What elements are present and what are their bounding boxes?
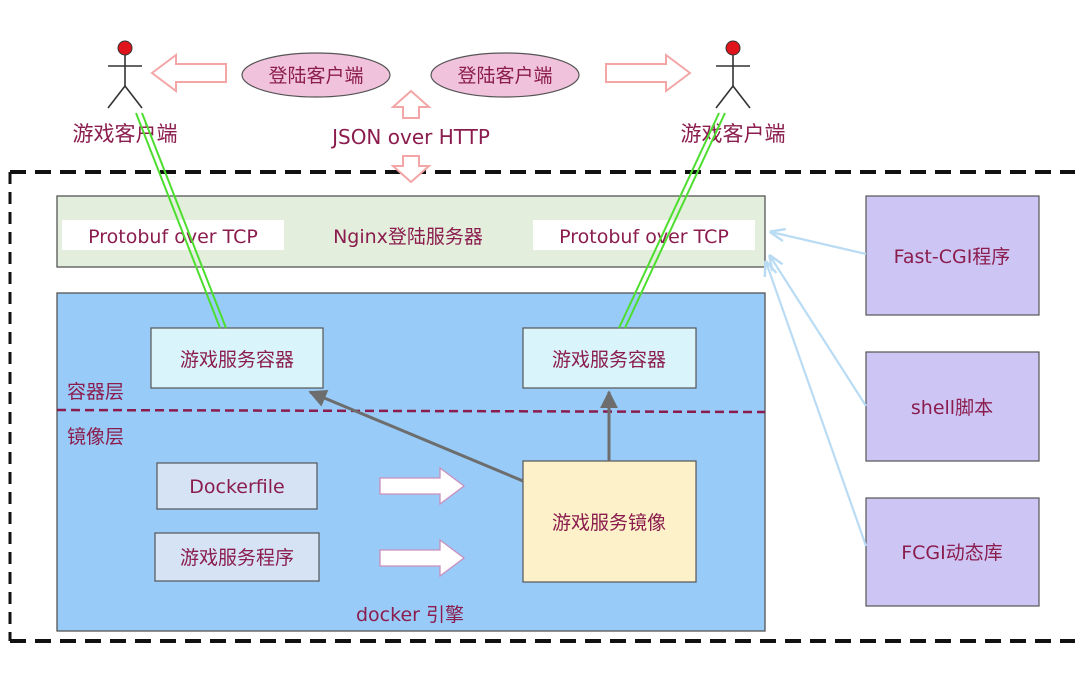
nginx-title: Nginx登陆服务器 [333,226,483,248]
dockerfile-arrow-icon [379,466,466,506]
login-oval-left [241,52,391,98]
container-right-box [522,327,697,389]
login-arrow-right-icon [605,53,692,93]
shell-to-nginx-arrow [770,256,867,407]
container-right-label: 游戏服务容器 [552,349,666,371]
program-box [154,532,320,582]
layer-divider [56,408,766,414]
proto-left-bg [62,220,284,250]
fcgi-box [865,497,1040,607]
login-right-label: 登陆客户端 [457,65,552,87]
service-image-label: 游戏服务镜像 [552,512,666,534]
client-right-label: 游戏客户端 [681,122,786,146]
proto-right-label: Protobuf over TCP [559,226,729,248]
login-oval-right [430,52,580,98]
json-http-label: JSON over HTTP [330,125,490,149]
fastcgi-label: Fast-CGI程序 [894,246,1011,268]
image-layer-label: 镜像层 [67,426,124,448]
docker-engine-label: docker 引擎 [356,604,464,626]
http-down-arrow-icon [390,155,432,184]
login-arrow-left-icon [150,53,227,93]
container-left-box [150,327,324,389]
user-right-icon [715,40,751,109]
container-layer-label: 容器层 [67,381,124,403]
dockerfile-box [156,462,318,510]
http-up-arrow-icon [390,89,432,119]
proto-left-label: Protobuf over TCP [88,226,258,248]
login-left-label: 登陆客户端 [268,65,363,87]
dockerfile-label: Dockerfile [189,476,284,498]
container-left-label: 游戏服务容器 [180,349,294,371]
shell-label: shell脚本 [911,397,993,419]
fastcgi-box [865,195,1040,316]
user-left-icon [107,40,143,109]
client-left-label: 游戏客户端 [73,122,178,146]
program-arrow-icon [379,538,466,578]
fcgi-to-nginx-arrow [766,262,868,547]
fcgi-label: FCGI动态库 [901,542,1003,564]
green-link-right [618,112,726,329]
proto-right-bg [533,220,755,250]
green-link-left [135,112,227,329]
service-image-box [522,460,697,583]
image-to-left-container-arrow [308,389,524,483]
program-label: 游戏服务程序 [180,547,294,569]
fastcgi-to-nginx-arrow [771,232,867,256]
shell-box [865,351,1040,462]
